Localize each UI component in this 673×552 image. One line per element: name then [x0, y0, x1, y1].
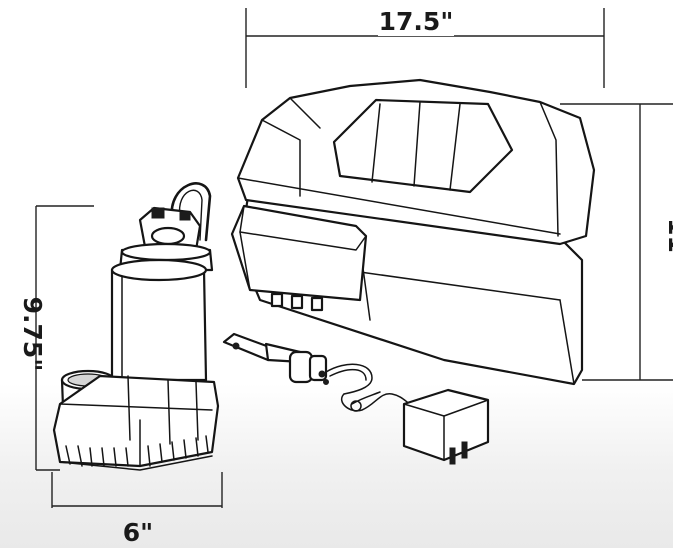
- dimension-label-bottom: 6": [123, 518, 153, 547]
- battery-box: [230, 78, 596, 386]
- dimension-left-height: 9.75": [0, 205, 94, 471]
- sump-pump: [52, 182, 220, 471]
- dimension-label-right: 11": [663, 218, 673, 266]
- dimension-right-height: 11": [560, 103, 673, 381]
- dimension-label-top: 17.5": [379, 7, 454, 36]
- wall-adapter: [341, 388, 490, 465]
- float-switch: [222, 332, 373, 395]
- dimension-bottom-width: 6": [51, 472, 223, 547]
- dimension-top-width: 17.5": [245, 6, 605, 88]
- dimension-label-left: 9.75": [18, 297, 47, 372]
